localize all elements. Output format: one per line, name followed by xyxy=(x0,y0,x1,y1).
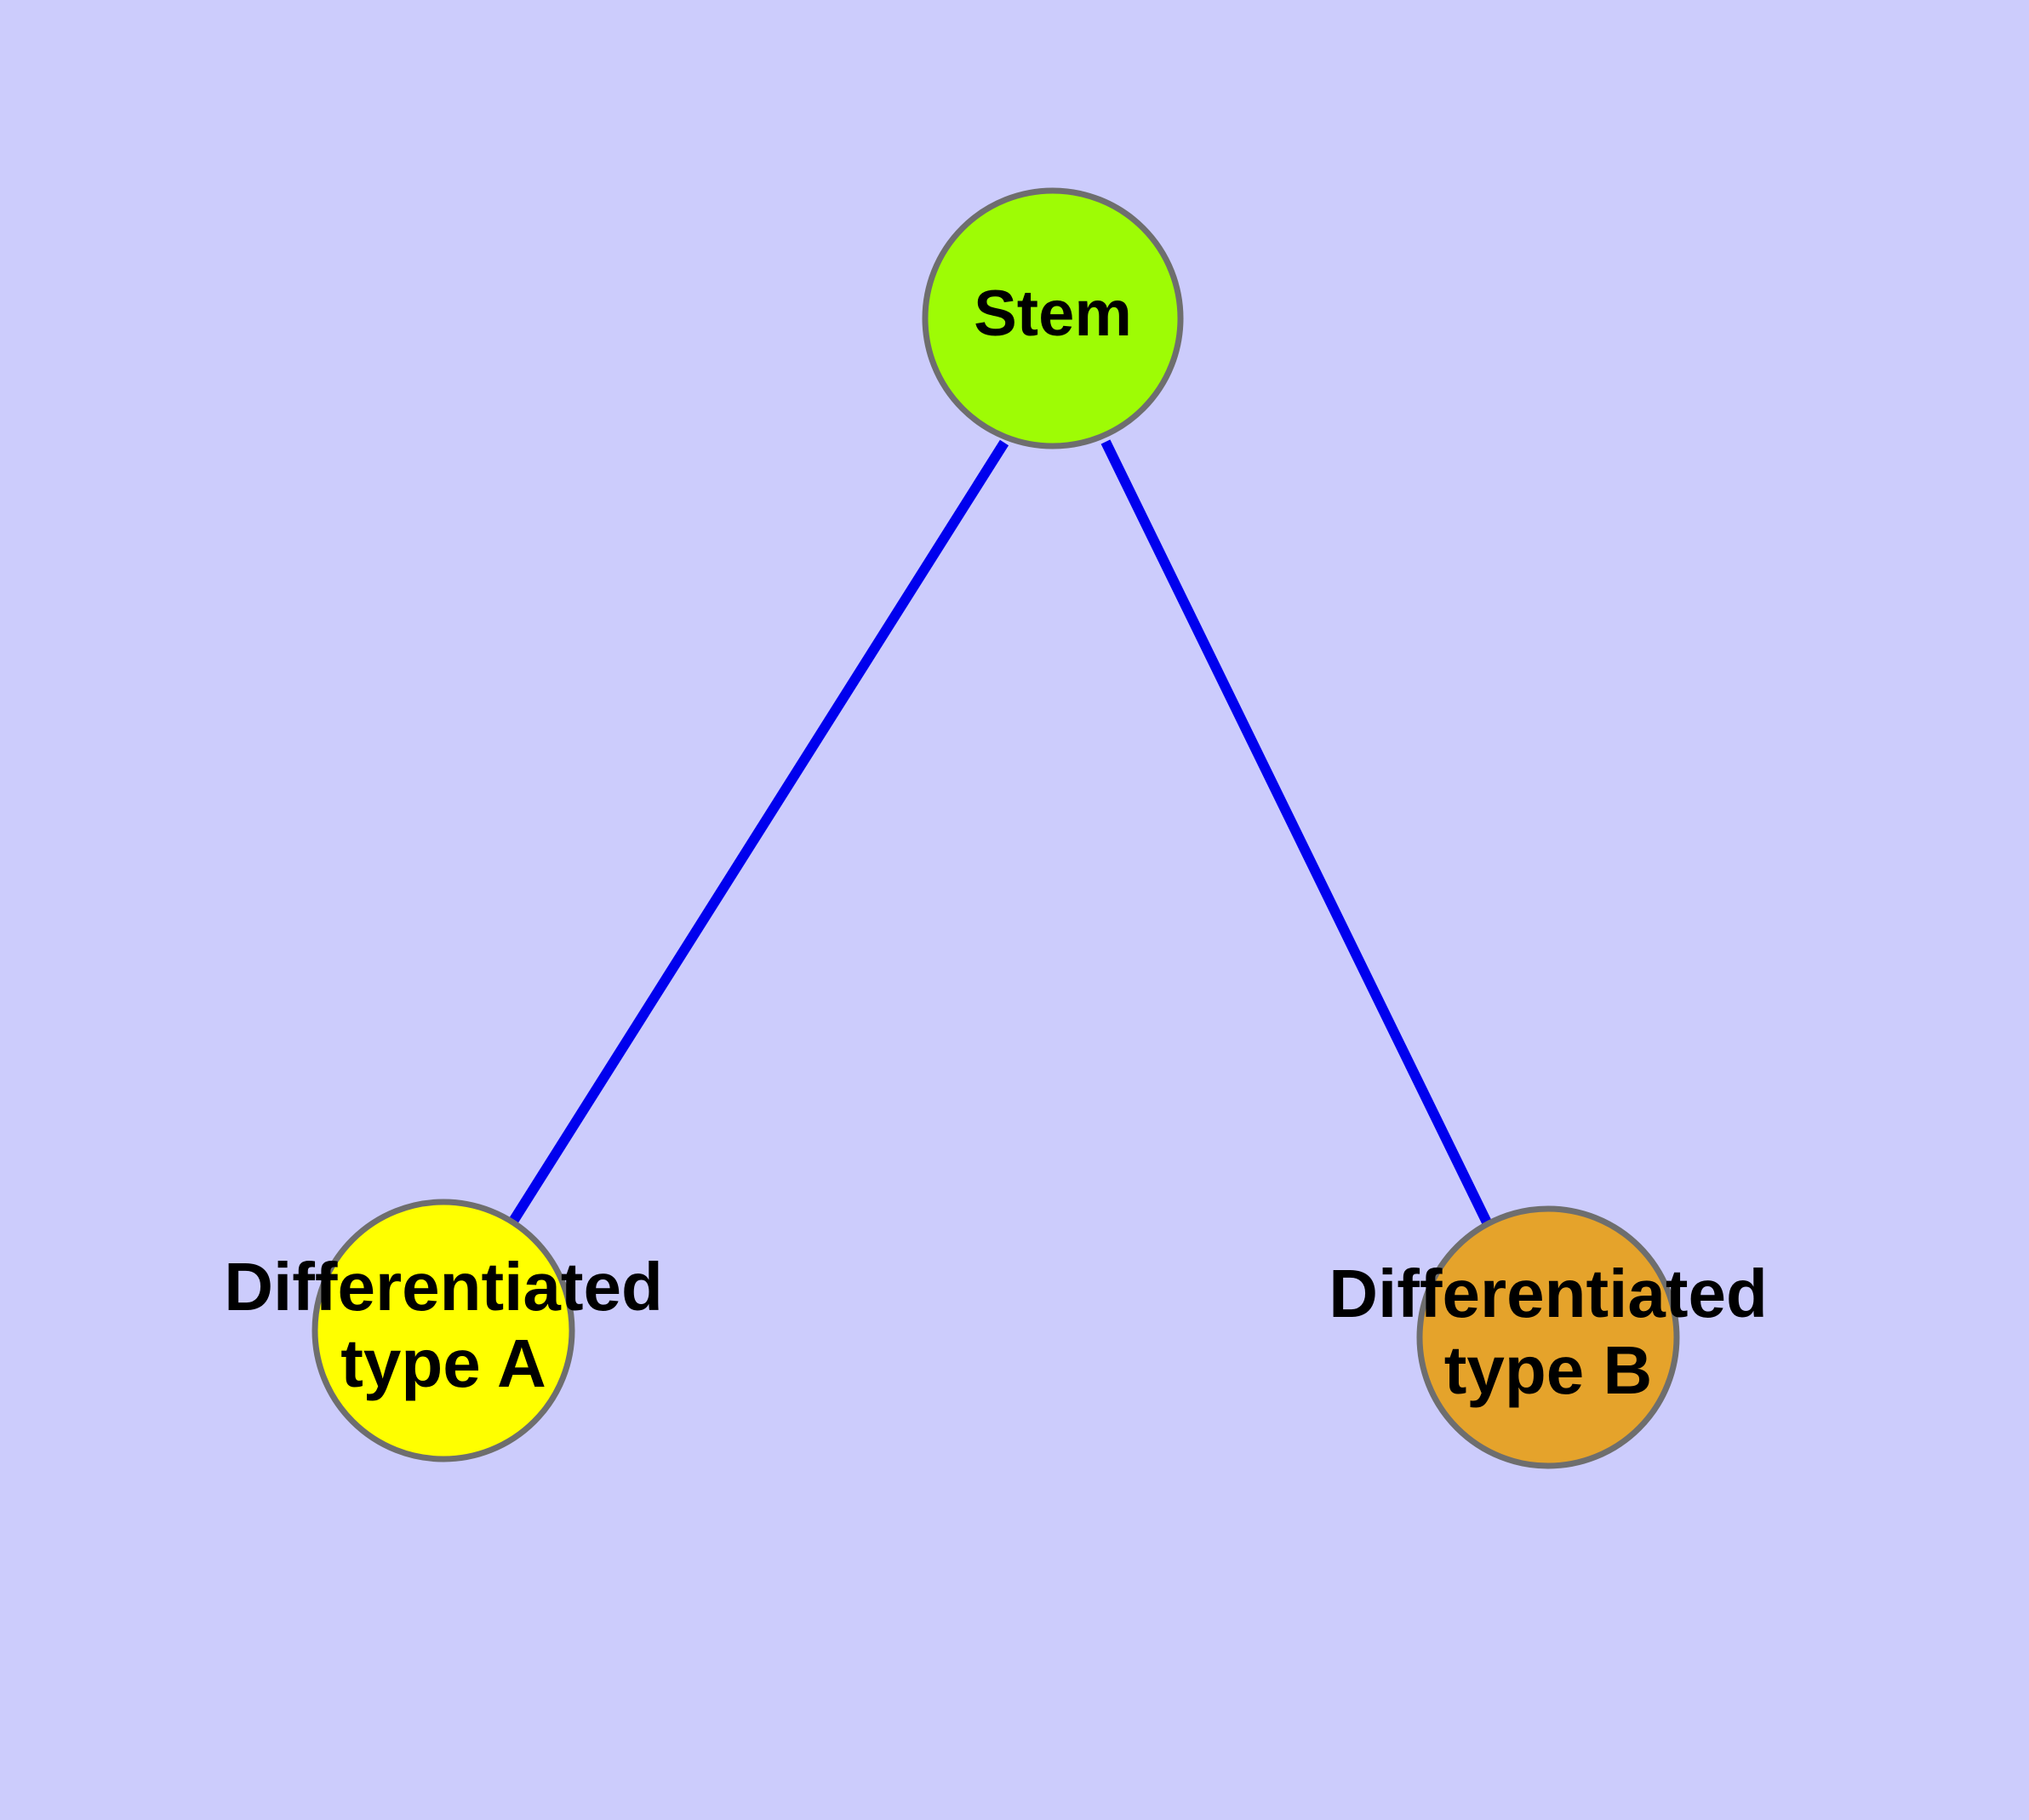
node-label-stem: Stem xyxy=(974,278,1132,350)
edges-layer xyxy=(509,439,1493,1227)
nodes-layer xyxy=(311,187,1680,1469)
node-label-line: Stem xyxy=(974,278,1132,350)
node-stem[interactable] xyxy=(922,187,1184,449)
edge-stem-to-diff-b[interactable] xyxy=(1100,439,1493,1227)
edge-stem-to-diff-a[interactable] xyxy=(509,439,1009,1223)
node-label-line: type A xyxy=(340,1325,546,1401)
node-label-line: Differentiated xyxy=(224,1249,663,1325)
node-diff-a[interactable] xyxy=(311,1199,575,1462)
node-label-line: Differentiated xyxy=(1329,1256,1768,1331)
node-label-line: type B xyxy=(1444,1332,1653,1408)
node-diff-b[interactable] xyxy=(1416,1205,1680,1469)
